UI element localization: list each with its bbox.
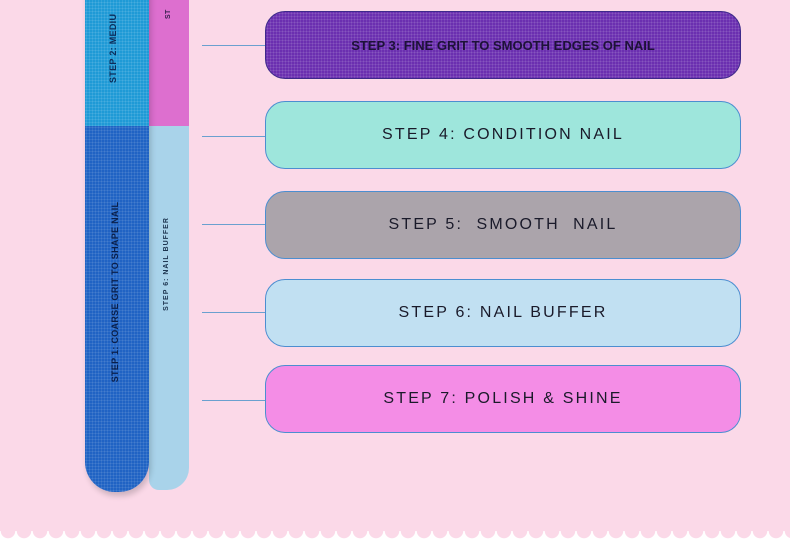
nail-file-side-bottom-label: STEP 6: NAIL BUFFER xyxy=(163,217,170,311)
nail-file-side-blue-segment xyxy=(149,126,189,490)
connector-line-step-5 xyxy=(202,224,266,225)
step-4-pill: STEP 4: CONDITION NAIL xyxy=(265,101,741,169)
step-5-label: STEP 5: SMOOTH NAIL xyxy=(388,216,618,233)
step-6-pill: STEP 6: NAIL BUFFER xyxy=(265,279,741,347)
step-4-label: STEP 4: CONDITION NAIL xyxy=(382,126,624,143)
connector-line-step-6 xyxy=(202,312,266,313)
nail-file-side-pink-segment xyxy=(149,0,189,126)
nail-file-coarse-label: STEP 1: COARSE GRIT TO SHAPE NAIL xyxy=(110,201,120,383)
connector-line-step-3 xyxy=(202,45,266,46)
step-7-pill: STEP 7: POLISH & SHINE xyxy=(265,365,741,433)
step-5-pill: STEP 5: SMOOTH NAIL xyxy=(265,191,741,259)
step-3-pill: STEP 3: FINE GRIT TO SMOOTH EDGES OF NAI… xyxy=(265,11,741,79)
step-7-label: STEP 7: POLISH & SHINE xyxy=(383,390,623,407)
scalloped-bottom-border xyxy=(0,531,790,555)
nail-file-medium-label: STEP 2: MEDIU xyxy=(108,13,118,83)
nail-file-medium-segment xyxy=(85,0,149,126)
nail-file-side: ST STEP 6: NAIL BUFFER xyxy=(149,0,189,490)
connector-line-step-4 xyxy=(202,136,266,137)
nail-file-coarse-segment xyxy=(85,126,149,492)
step-6-label: STEP 6: NAIL BUFFER xyxy=(398,304,608,321)
nail-file-front: STEP 2: MEDIU STEP 1: COARSE GRIT TO SHA… xyxy=(85,0,149,492)
connector-line-step-7 xyxy=(202,400,266,401)
nail-file-side-top-label: ST xyxy=(165,9,172,19)
step-3-label: STEP 3: FINE GRIT TO SMOOTH EDGES OF NAI… xyxy=(351,37,655,53)
